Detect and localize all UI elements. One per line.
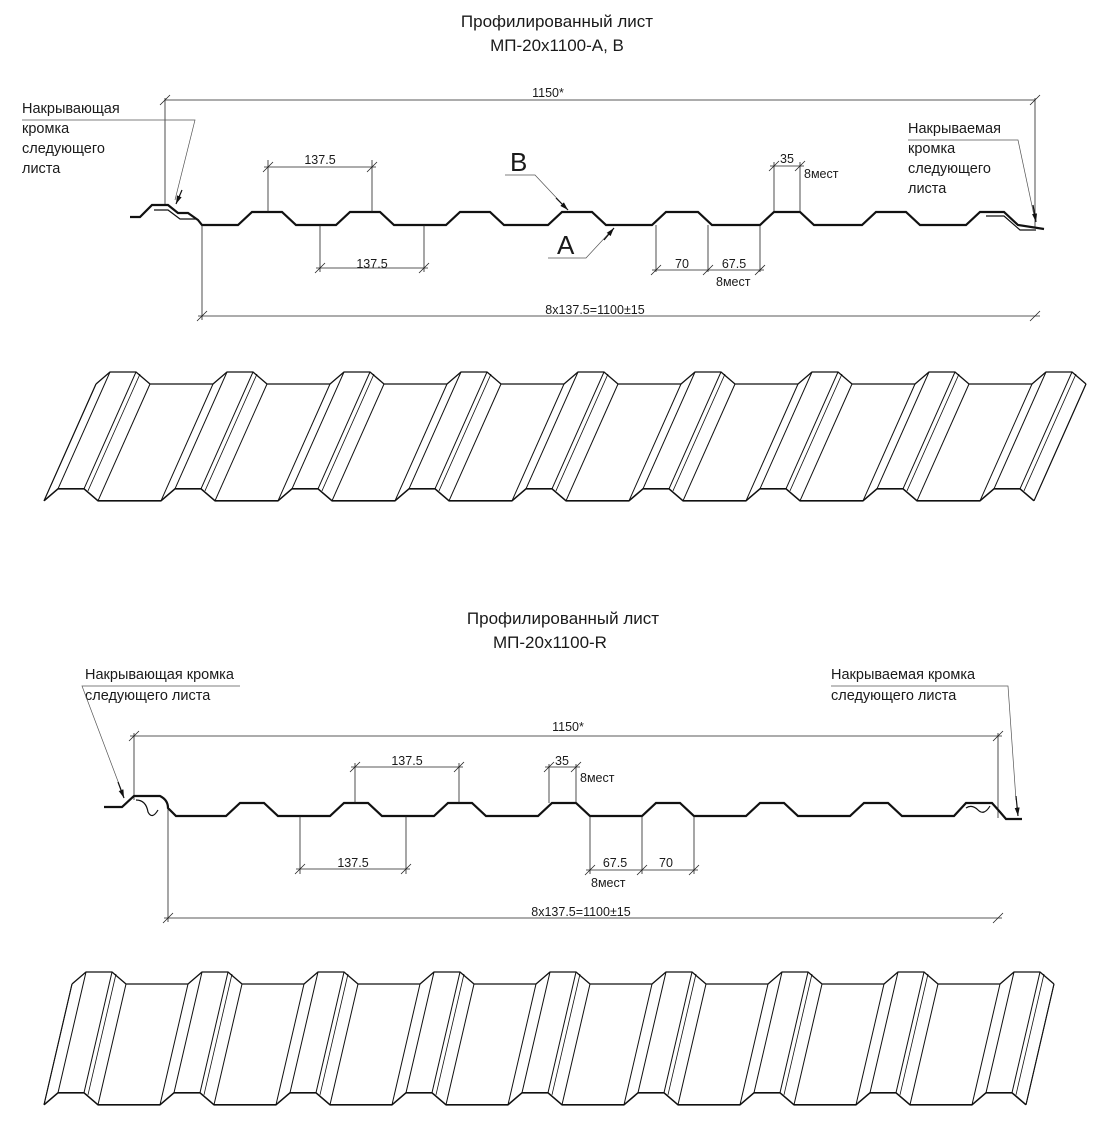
top-overall-dimension: 1150* [159,86,1041,228]
top-label-a: A [557,230,575,260]
bottom-right-edge-label-2: следующего листа [831,688,957,704]
bottom-dim-rib: 35 [555,754,569,768]
bottom-dim-total: 8х137.5=1100±15 [531,905,630,919]
top-dim-pitch-bottom: 137.5 [356,257,387,271]
top-left-edge-label-2: кромка [22,121,70,137]
top-label-b: B [510,147,527,177]
bottom-dim-67-count: 8мест [591,876,626,890]
top-section: Профилированный лист МП-20х1100-А, В 115… [22,12,1087,502]
top-dim-total: 8х137.5=1100±15 [545,303,644,317]
bottom-right-edge-leader [831,685,1017,801]
bottom-profile-line [104,794,1022,821]
top-dim-67-count: 8мест [716,275,751,289]
bottom-title-line2: МП-20х1100-R [493,633,607,652]
top-left-edge-label-3: следующего [22,141,105,157]
top-dim-67: 67.5 [722,257,746,271]
bottom-right-edge-label-1: Накрываемая кромка [831,667,976,683]
top-left-edge-label-4: листа [22,161,61,177]
bottom-section: Профилированный лист МП-20х1100-R Накрыв… [43,609,1055,1106]
bottom-dim-pitch-bottom: 137.5 [337,856,368,870]
top-right-edge-label-3: следующего [908,161,991,177]
top-right-edge-label-2: кромка [908,141,956,157]
top-dim-rib-count: 8мест [804,167,839,181]
bottom-left-edge-leader [81,685,240,793]
top-left-edge-label-1: Накрывающая [22,101,120,117]
top-dim-rib: 35 [780,152,794,166]
bottom-title-line1: Профилированный лист [467,609,659,628]
bottom-left-edge-label-1: Накрывающая кромка [85,667,235,683]
bottom-dim-rib-count: 8мест [580,771,615,785]
bottom-isometric-view [43,971,1055,1106]
bottom-overall-width: 1150* [552,720,584,734]
top-title-line1: Профилированный лист [461,12,653,31]
top-dim-70: 70 [675,257,689,271]
top-right-edge-label-4: листа [908,181,947,197]
bottom-dim-67: 67.5 [603,856,627,870]
top-left-edge-leader [22,119,196,201]
top-right-edge-leader [908,139,1036,221]
bottom-dim-pitch-top: 137.5 [391,754,422,768]
top-title-line2: МП-20х1100-А, В [490,36,624,55]
top-right-edge-label-1: Накрываемая [908,121,1001,137]
bottom-dim-70: 70 [659,856,673,870]
bottom-left-edge-label-2: следующего листа [85,688,211,704]
top-isometric-view [43,371,1087,502]
top-dim-pitch-top: 137.5 [304,153,335,167]
top-overall-width: 1150* [532,86,564,100]
top-profile-line [130,203,1045,231]
